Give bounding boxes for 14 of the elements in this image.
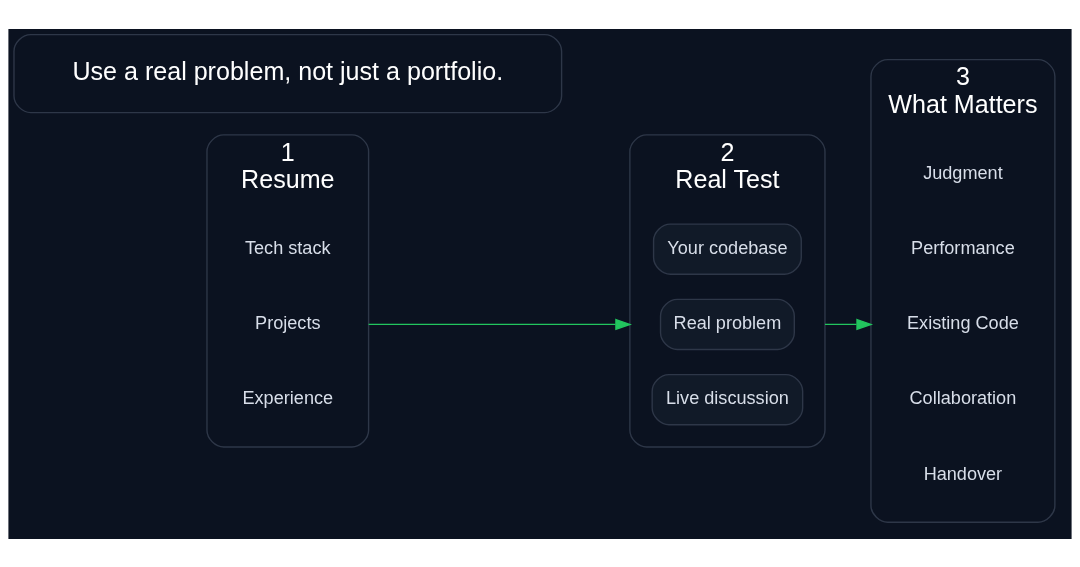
node-box: Your codebase [652,222,802,275]
node-box: Use a real problem, not just a portfolio. [13,33,563,113]
node-text: Handover [923,463,1003,484]
node-text: Tech stack [245,237,331,258]
node-box: Live discussion [651,373,804,425]
node-text: Projects [255,312,321,333]
node-text: Existing Code [907,312,1019,333]
arrow [824,318,874,330]
node-text: Performance [911,237,1015,258]
node-text: Experience [242,387,334,408]
node-box: Real problem [659,298,795,350]
node-text: Collaboration [909,387,1017,408]
arrow [367,318,632,330]
node-text: Judgment [923,162,1003,183]
